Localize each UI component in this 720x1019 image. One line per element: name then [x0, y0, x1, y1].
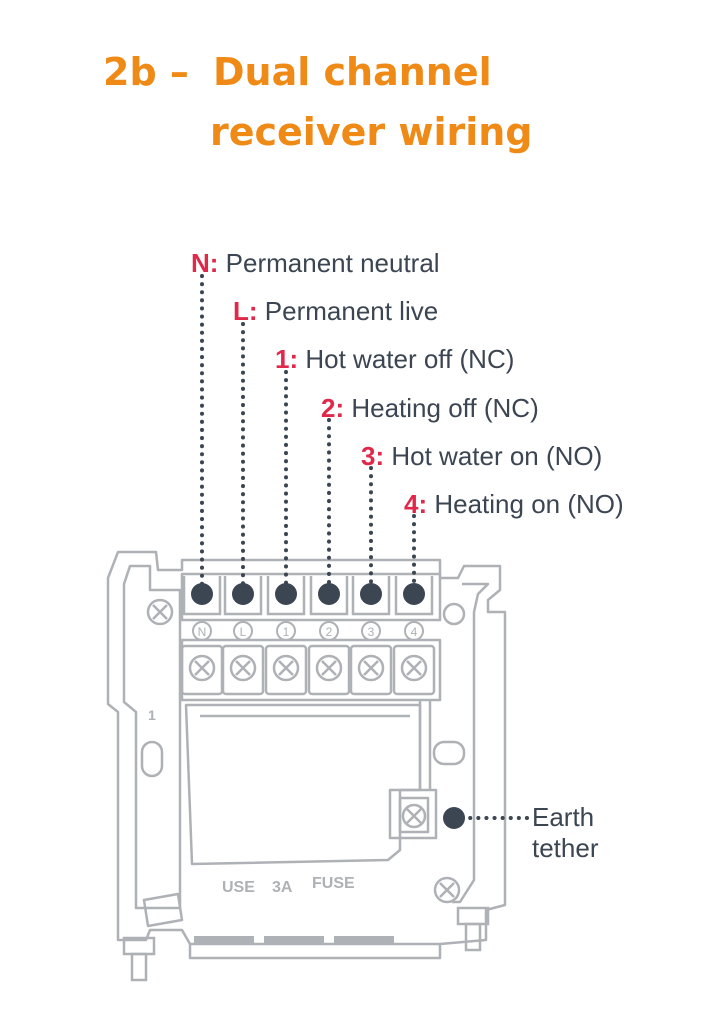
- terminal-markings: N L 1 2 3 4: [192, 621, 424, 641]
- terminal-dot-4: [403, 583, 425, 605]
- terminal-screw: [357, 654, 385, 682]
- terminal-code: L:: [233, 296, 258, 326]
- terminal-screw-slot: [321, 660, 337, 676]
- terminal-code: 1:: [275, 344, 299, 374]
- title-line-2: receiver wiring: [210, 110, 533, 154]
- terminal-marking-1: 1: [283, 625, 290, 639]
- fuse-text-3: FUSE: [312, 875, 355, 892]
- earth-tether-label-line-2: tether: [532, 833, 599, 863]
- terminal-dot-2: [318, 583, 340, 605]
- terminal-screw-housing: [392, 644, 436, 696]
- terminal-screw: [272, 654, 300, 682]
- terminal-label-3: 3: Hot water on (NO): [361, 441, 602, 471]
- mounting-screws: [122, 598, 490, 982]
- terminal-marking-3: 3: [368, 625, 375, 639]
- title-line-1: Dual channel: [213, 50, 492, 94]
- terminal-marking-l: L: [240, 625, 247, 639]
- backplate-base-strip: [194, 936, 394, 944]
- terminal-description: Hot water off (NC): [305, 344, 515, 374]
- terminal-marking-ring: [233, 621, 253, 641]
- leader-lines: [200, 274, 416, 594]
- terminal-screw: [188, 654, 216, 682]
- terminal-screw-row: [180, 644, 436, 696]
- terminal-cell: [309, 576, 349, 616]
- terminal-screw-slot: [406, 660, 422, 676]
- title-prefix: 2b –: [103, 50, 189, 94]
- terminal-description: Permanent neutral: [225, 248, 440, 278]
- earth-screw: [401, 803, 427, 829]
- terminal-marking-4: 4: [411, 625, 418, 639]
- terminal-screw-housing: [349, 644, 393, 696]
- terminal-cell: [182, 576, 222, 616]
- terminal-block-top: [182, 576, 434, 616]
- terminal-screw: [315, 654, 343, 682]
- terminal-description: Heating on (NO): [434, 489, 624, 519]
- terminal-code: 4:: [404, 489, 428, 519]
- fuse-text-2: 3A: [272, 879, 293, 896]
- earth-tether-label-line-1: Earth: [532, 802, 595, 832]
- terminal-screw-housing: [221, 644, 265, 696]
- terminal-dot-3: [360, 583, 382, 605]
- terminal-screw-slot: [235, 660, 251, 676]
- terminal-screw-slot: [278, 660, 294, 676]
- terminal-label-1: 1: Hot water off (NC): [275, 344, 514, 374]
- fuse-text-1: USE: [222, 879, 255, 896]
- terminal-marking-ring: [276, 621, 296, 641]
- terminal-description: Permanent live: [264, 296, 439, 326]
- terminal-marking-ring: [404, 621, 424, 641]
- backplate: [106, 550, 507, 960]
- terminal-label-4: 4: Heating on (NO): [404, 489, 624, 519]
- terminal-cell: [266, 576, 306, 616]
- terminal-screw-slot: [363, 660, 379, 676]
- side-number-marking: 1: [148, 707, 156, 723]
- terminal-screw-slot: [194, 660, 210, 676]
- terminal-screw-housing: [307, 644, 351, 696]
- terminal-label-l: L: Permanent live: [233, 296, 438, 326]
- terminal-dot-1: [275, 583, 297, 605]
- terminal-dot-n: [191, 583, 213, 605]
- terminal-cell: [351, 576, 391, 616]
- terminal-description: Heating off (NC): [351, 393, 539, 423]
- terminal-screw: [229, 654, 257, 682]
- terminal-code: N:: [191, 248, 219, 278]
- terminal-marking-ring: [192, 621, 212, 641]
- terminal-label-n: N: Permanent neutral: [191, 248, 440, 278]
- terminal-code: 2:: [321, 393, 345, 423]
- terminal-label-2: 2: Heating off (NC): [321, 393, 539, 423]
- terminal-marking-ring: [361, 621, 381, 641]
- terminal-cell: [394, 576, 434, 616]
- terminal-marking-2: 2: [326, 625, 333, 639]
- earth-tether-dot: [443, 807, 465, 829]
- terminal-marking-ring: [319, 621, 339, 641]
- terminal-code: 3:: [361, 441, 385, 471]
- terminal-cell: [223, 576, 263, 616]
- terminal-dots: [191, 583, 425, 605]
- terminal-screw-housing: [264, 644, 308, 696]
- terminal-marking-n: N: [198, 625, 207, 639]
- terminal-screw-housing: [180, 644, 224, 696]
- terminal-dot-l: [232, 583, 254, 605]
- terminal-description: Hot water on (NO): [391, 441, 603, 471]
- terminal-screw: [400, 654, 428, 682]
